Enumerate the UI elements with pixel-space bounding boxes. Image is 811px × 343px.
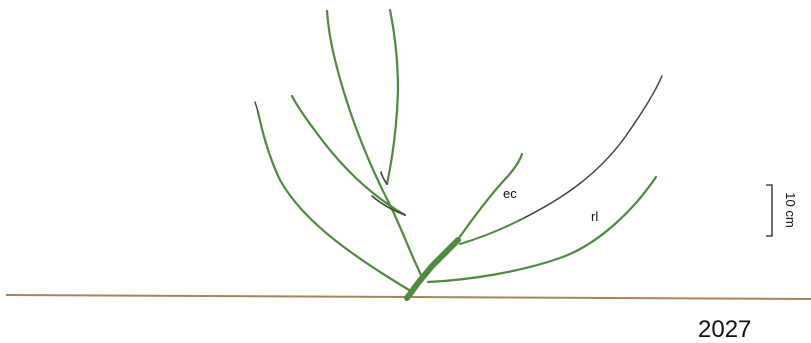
year-label: 2027 [698,316,751,343]
center-left-branch [327,11,421,275]
main-trunk [407,240,458,298]
scale-bar [766,185,772,236]
left-side-branch [292,96,405,215]
left-outer-branch-tip [255,102,258,112]
label-ec: ec [503,186,517,201]
scale-label: 10 cm [783,192,798,227]
rl-branch [428,177,656,282]
upper-central-branch [387,10,398,184]
upper-central-branch-join [381,172,387,184]
left-outer-branch [258,112,409,290]
label-rl: rl [591,209,598,224]
